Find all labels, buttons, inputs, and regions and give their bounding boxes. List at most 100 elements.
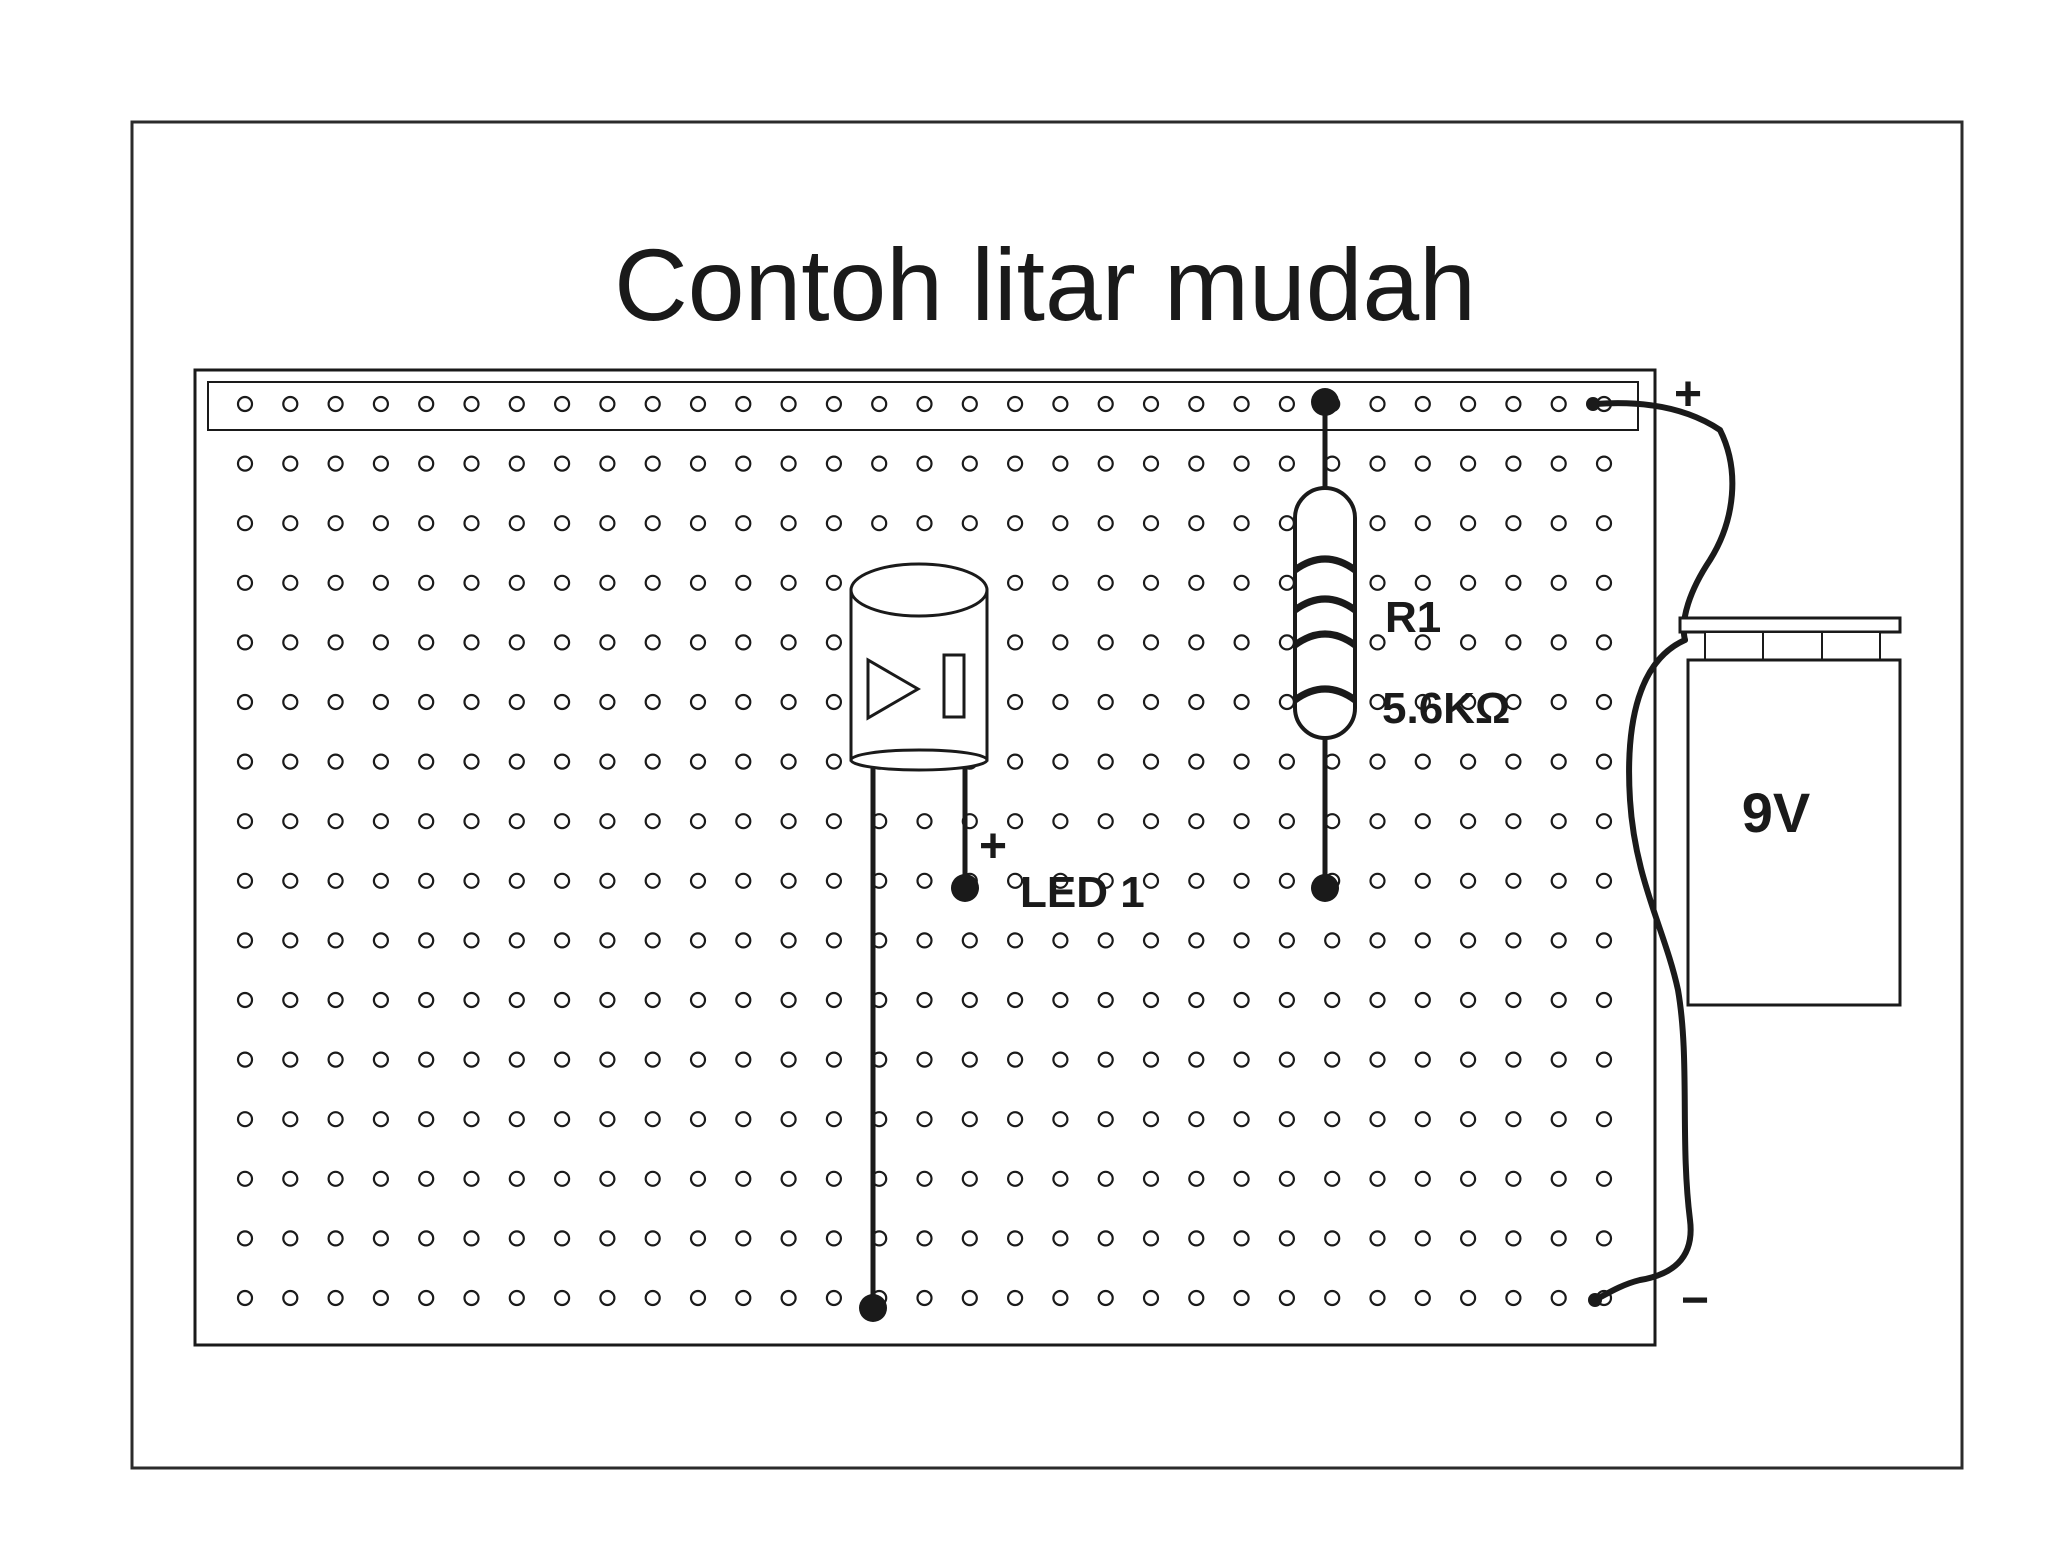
board-hole [599,634,616,651]
board-hole [1278,813,1296,830]
board-hole [1278,455,1296,472]
board-hole [1097,1230,1114,1247]
board-hole [463,574,480,591]
board-hole [508,574,525,591]
board-hole [1459,872,1477,889]
board-hole [1097,872,1114,889]
board-hole [599,395,616,413]
board-hole [1188,1111,1205,1128]
board-hole [418,872,435,889]
board-hole [1006,574,1024,591]
board-hole [1550,1230,1567,1247]
board-hole [1052,395,1069,413]
board-hole [825,1170,843,1187]
board-hole [553,1051,571,1068]
board-hole [1414,693,1431,711]
board-hole [1595,634,1613,651]
board-hole [1278,991,1296,1009]
board-hole [1369,574,1386,591]
board-hole [1505,932,1522,949]
board-hole [1233,991,1250,1009]
board-hole [1505,455,1522,472]
board-hole [236,991,254,1009]
board-hole [1369,634,1386,651]
board-hole [735,872,752,889]
board-hole [780,693,797,711]
board-hole [1006,1289,1024,1307]
board-hole [1550,1289,1567,1307]
board-hole [1369,1051,1386,1068]
board-hole [1369,753,1386,770]
board-hole [1278,1170,1296,1187]
board-hole [508,395,525,413]
board-hole [1505,813,1522,830]
board-hole [644,753,661,770]
board-hole [735,634,752,651]
board-hole [553,455,571,472]
board-hole [644,395,661,413]
board-hole [553,574,571,591]
board-hole [1505,574,1522,591]
board-hole [1142,872,1160,889]
board-hole [1052,1170,1069,1187]
board-hole [327,634,344,651]
board-hole [418,1230,435,1247]
board-hole [1505,1170,1522,1187]
led-label: LED 1 [1020,868,1145,917]
board-hole [463,693,480,711]
board-hole [644,1051,661,1068]
board-hole [236,1111,254,1128]
board-hole [599,455,616,472]
board-hole [553,872,571,889]
board-hole [1097,515,1114,532]
board-hole [1595,813,1613,830]
board-hole [1142,455,1160,472]
board-hole [644,634,661,651]
board-hole [418,1289,435,1307]
board-hole [916,1289,933,1307]
resistor [1292,486,1358,740]
board-hole [1188,991,1205,1009]
board-hole [1188,574,1205,591]
board-hole [1097,395,1114,413]
board-hole [780,932,797,949]
board-hole [508,515,525,532]
board-hole [463,1289,480,1307]
board-hole [871,395,888,413]
board-hole [735,1230,752,1247]
board-hole [282,813,299,830]
board-hole [236,693,254,711]
wires [870,400,1736,1308]
board-hole [689,574,707,591]
board-hole [1595,872,1613,889]
board-hole [1097,1170,1114,1187]
board-hole [1459,455,1477,472]
board-hole [1550,395,1567,413]
board-hole [1369,693,1386,711]
board-hole [961,515,978,532]
board-hole [236,1289,254,1307]
board-hole [1505,1111,1522,1128]
board-hole [508,634,525,651]
board-hole [1369,813,1386,830]
board-hole [372,991,389,1009]
board-hole [327,1289,344,1307]
board-hole [825,1289,843,1307]
board-hole [372,1170,389,1187]
board-hole [1550,574,1567,591]
board-hole [1233,1230,1250,1247]
solder-points [859,388,1602,1322]
board-hole [644,455,661,472]
board-hole [1233,753,1250,770]
board-hole [327,932,344,949]
board-hole [599,1170,616,1187]
board-hole [1414,515,1431,532]
board-hole [1006,693,1024,711]
board-hole [689,634,707,651]
board-hole [327,574,344,591]
resistor-band [1292,685,1358,703]
board-hole [916,991,933,1009]
board-hole [1459,813,1477,830]
board-hole [1006,634,1024,651]
board-hole [1188,693,1205,711]
